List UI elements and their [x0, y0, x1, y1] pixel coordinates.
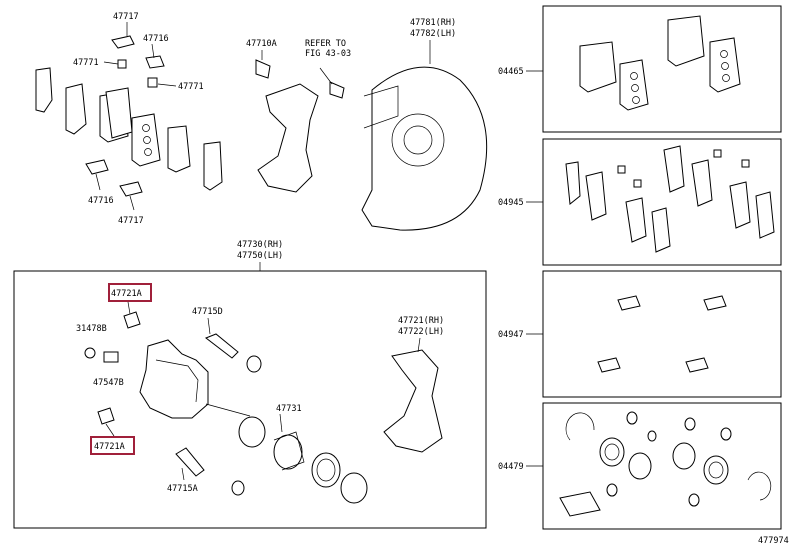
label-47721A-top: 47721A: [111, 289, 142, 299]
label-kit-04465: 04465: [498, 67, 524, 77]
label-47722: 47722(LH): [398, 327, 444, 337]
label-31478B: 31478B: [76, 324, 107, 334]
label-47716-top: 47716: [143, 34, 169, 44]
highlight-47721A-top: [108, 283, 152, 302]
label-47771-left: 47771: [73, 58, 99, 68]
label-kit-04945: 04945: [498, 198, 524, 208]
label-refer-to: REFER TO: [305, 39, 346, 49]
label-47715D: 47715D: [192, 307, 223, 317]
label-47715A: 47715A: [167, 484, 198, 494]
caliper-assembly-frame: [13, 270, 487, 529]
disc-brake-dust-cover: [361, 40, 488, 231]
label-47547B: 47547B: [93, 378, 124, 388]
kit-04479-box: [526, 402, 782, 530]
pad-shim-group: [35, 22, 223, 211]
label-fig-43-03: FIG 43-03: [305, 49, 351, 59]
label-47710A: 47710A: [246, 39, 277, 49]
caliper-assembly: [84, 301, 443, 504]
caliper-bracket-top: [255, 50, 345, 193]
label-47717-bottom: 47717: [118, 216, 144, 226]
label-47731: 47731: [276, 404, 302, 414]
label-47782: 47782(LH): [410, 29, 456, 39]
kit-04945-box: [526, 138, 782, 266]
highlight-47721A-bottom: [90, 436, 135, 455]
kit-04465-box: [526, 5, 782, 133]
label-kit-04479: 04479: [498, 462, 524, 472]
label-47750: 47750(LH): [237, 251, 283, 261]
label-47721: 47721(RH): [398, 316, 444, 326]
kit-04947-box: [526, 270, 782, 398]
label-47716-bottom: 47716: [88, 196, 114, 206]
label-kit-04947: 04947: [498, 330, 524, 340]
label-47781: 47781(RH): [410, 18, 456, 28]
label-47721A-bottom: 47721A: [94, 442, 125, 452]
label-47730: 47730(RH): [237, 240, 283, 250]
label-47771-right: 47771: [178, 82, 204, 92]
figure-number: 477974: [758, 536, 789, 546]
label-47717-top: 47717: [113, 12, 139, 22]
